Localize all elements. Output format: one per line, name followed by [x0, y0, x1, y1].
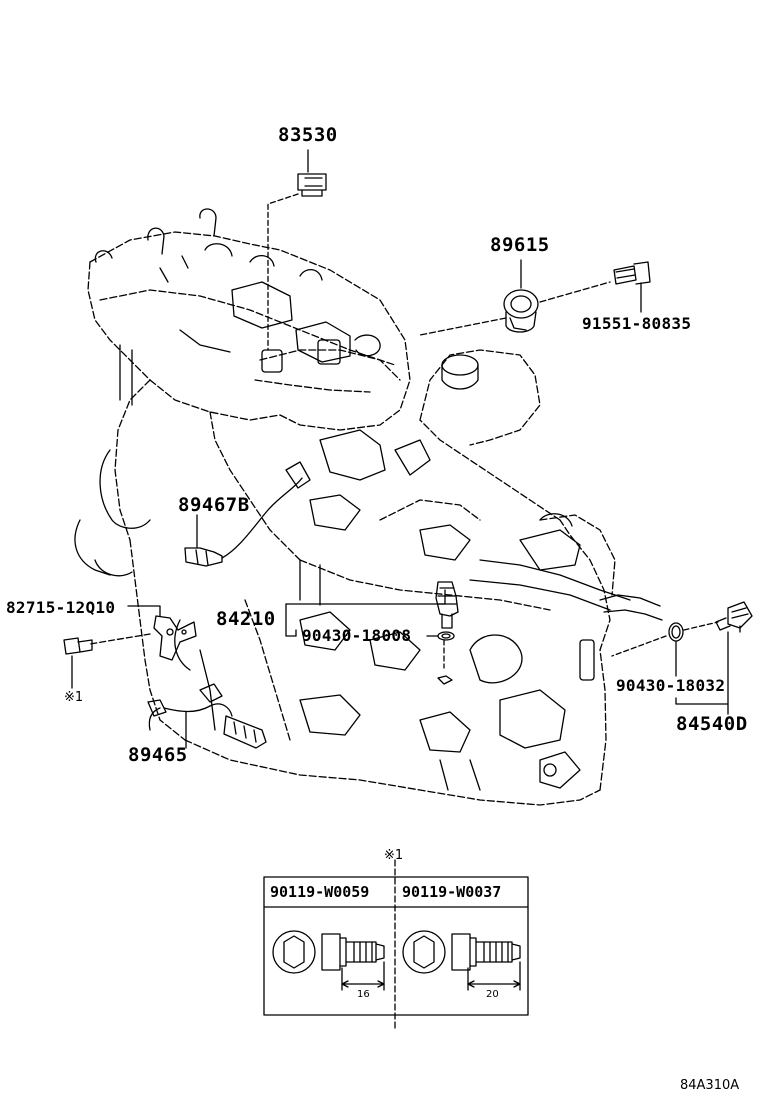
- label-83530: 83530: [278, 124, 338, 146]
- bolt-col2-length: 20: [486, 989, 499, 1000]
- diagram-reference: 84A310A: [680, 1078, 740, 1093]
- bolt-col1-part: 90119-W0059: [270, 883, 370, 901]
- part-82715-bracket: [63, 605, 197, 689]
- label-89467b: 89467B: [178, 494, 250, 516]
- label-90430-18032: 90430-18032: [616, 676, 726, 695]
- bolt-col1-length: 16: [357, 989, 370, 1000]
- label-91551-80835: 91551-80835: [582, 314, 692, 333]
- label-89615: 89615: [490, 234, 550, 256]
- note-mark-box: ※1: [384, 848, 404, 863]
- part-89465-sensor: [147, 683, 267, 749]
- part-91551-80835-bolt: [613, 261, 651, 313]
- label-84540d: 84540D: [676, 713, 748, 735]
- bolt-spec-table: [263, 859, 529, 1031]
- engine-head-details: [94, 208, 381, 406]
- note-mark-left: ※1: [64, 690, 84, 705]
- part-84210-switch: [285, 581, 459, 685]
- label-82715-12q10: 82715-12Q10: [6, 598, 116, 617]
- engine-block-details: [74, 354, 663, 791]
- label-90430-18008: 90430-18008: [302, 626, 412, 645]
- engine-block-outline: [114, 349, 616, 806]
- part-83530-switch: [267, 149, 327, 351]
- label-89465: 89465: [128, 744, 188, 766]
- part-89615-sensor: [419, 259, 611, 336]
- part-84540d-switch: [611, 601, 753, 715]
- bolt-col2-part: 90119-W0037: [402, 883, 502, 901]
- engine-head-outline: [87, 231, 411, 431]
- label-84210: 84210: [216, 608, 276, 630]
- part-89467b-sensor: [184, 461, 311, 567]
